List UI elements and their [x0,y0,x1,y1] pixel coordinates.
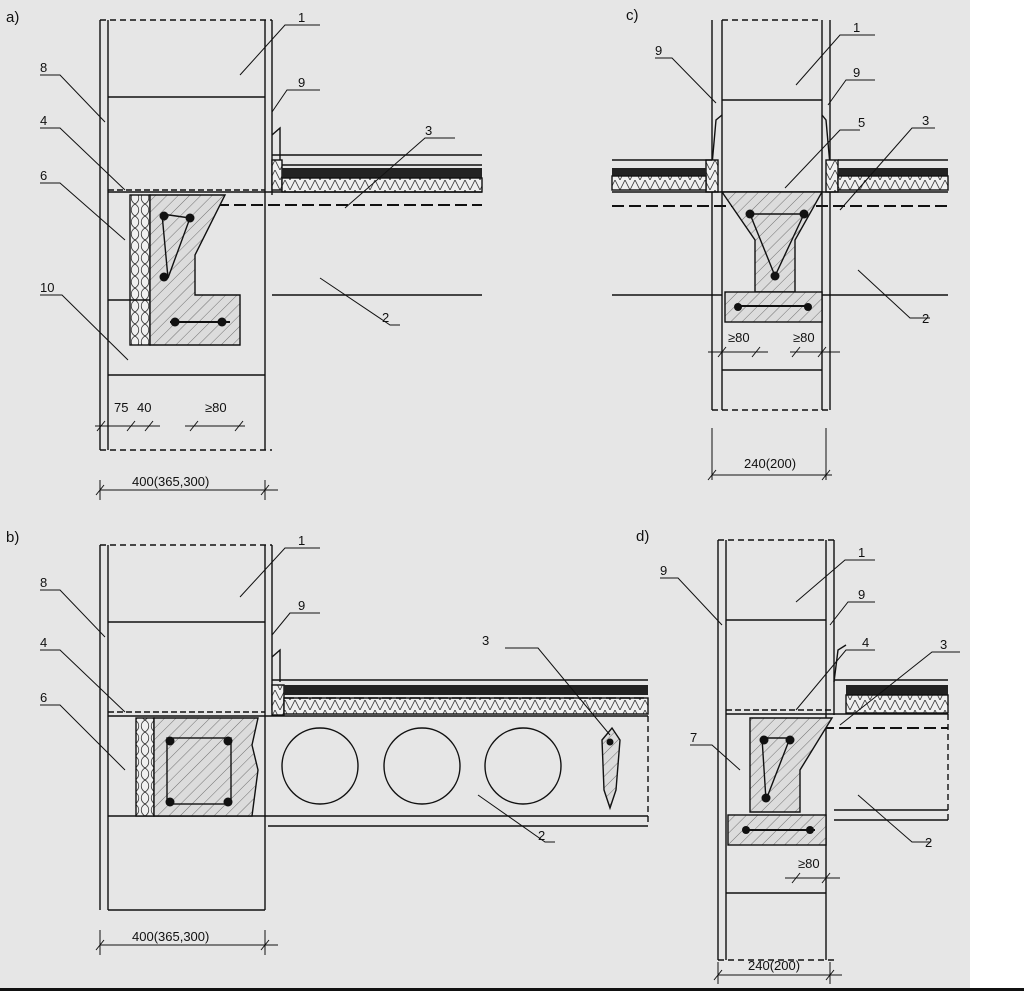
dimension-label: 240(200) [744,456,796,471]
panel-d-dimension-labels: ≥80 240(200) [748,856,820,973]
panel-a: a) [6,9,483,451]
callout-label: 1 [853,20,860,35]
callout-label: 6 [40,168,47,183]
callout-label: 9 [853,65,860,80]
panel-b-rebar [165,736,614,807]
callout-label: 4 [40,113,47,128]
callout-label: 2 [925,835,932,850]
callout-label: 9 [655,43,662,58]
panel-a-rebar [159,211,227,327]
panel-c-callout-labels: 9 1 9 5 3 2 [655,20,929,326]
panel-b-dimensions [95,930,278,955]
callout-label: 3 [940,637,947,652]
callout-label: 10 [40,280,54,295]
callout-label: 7 [690,730,697,745]
panel-c-dimension-labels: ≥80 ≥80 240(200) [728,330,815,471]
callout-label: 9 [298,75,305,90]
panel-label-a: a) [6,9,19,26]
panel-d-dimensions [713,872,842,984]
callout-label: 2 [382,310,389,325]
dimension-label: ≥80 [793,330,815,345]
callout-label: 3 [425,123,432,138]
callout-label: 8 [40,60,47,75]
callout-label: 1 [858,545,865,560]
panel-d-leaders [660,559,960,843]
bottom-rule [0,988,1024,991]
panel-b: b) [6,529,649,911]
dimension-label: ≥80 [728,330,750,345]
callout-label: 9 [858,587,865,602]
panel-b-callout-labels: 1 8 9 4 3 6 2 [40,533,545,843]
panel-a-dimensions [95,420,278,500]
callout-label: 8 [40,575,47,590]
dimension-label: 40 [137,400,151,415]
dimension-label: 400(365,300) [132,474,209,489]
callout-label: 6 [40,690,47,705]
panel-c-rebar [734,209,812,311]
panel-a-dimension-labels: 75 40 ≥80 400(365,300) [114,400,227,489]
dimension-label: 75 [114,400,128,415]
callout-label: 2 [538,828,545,843]
callout-label: 3 [922,113,929,128]
callout-label: 2 [922,311,929,326]
panel-b-leaders [40,547,611,843]
panel-c: c) [611,7,949,411]
callout-label: 1 [298,10,305,25]
panel-a-callout-labels: 1 9 8 4 3 6 10 2 [40,10,432,325]
callout-label: 9 [660,563,667,578]
panel-c-leaders [655,34,935,319]
panel-d-callout-labels: 1 9 9 4 3 7 2 [660,545,947,850]
dimension-label: 240(200) [748,958,800,973]
callout-label: 3 [482,633,489,648]
panel-label-c: c) [626,7,639,24]
dimension-label: 400(365,300) [132,929,209,944]
panel-label-b: b) [6,529,19,546]
panel-a-leaders [40,24,455,361]
callout-label: 1 [298,533,305,548]
callout-label: 4 [862,635,869,650]
callout-label: 4 [40,635,47,650]
panel-c-dimensions [707,346,840,481]
callout-label: 5 [858,115,865,130]
panel-d-rebar [742,735,814,834]
dimension-label: ≥80 [798,856,820,871]
dimension-label: ≥80 [205,400,227,415]
callout-label: 9 [298,598,305,613]
panel-label-d: d) [636,528,649,545]
